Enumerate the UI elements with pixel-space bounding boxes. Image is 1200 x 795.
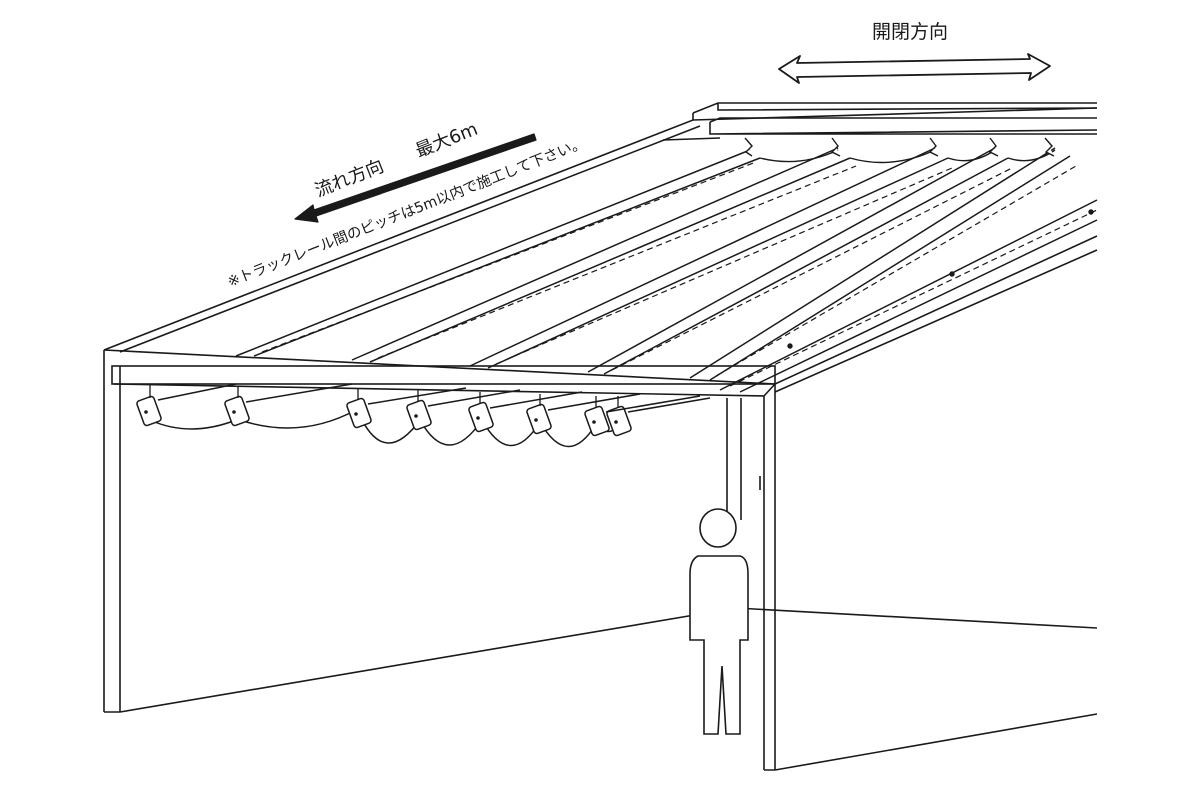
frame-structure xyxy=(103,102,1098,771)
flow-direction-annotation: 流れ方向 最大6m ※トラックレール間のピッチは5m以内で施工して下さい。 xyxy=(225,119,588,291)
carrier-block xyxy=(584,405,610,437)
track-header xyxy=(709,117,1098,135)
fabric-loop xyxy=(239,409,357,429)
side-beam xyxy=(774,235,1098,393)
carrier-block xyxy=(406,399,432,431)
carrier-block xyxy=(346,397,372,429)
roof-outline xyxy=(103,107,1098,351)
flow-arrow-icon xyxy=(294,133,537,223)
floor-outline xyxy=(119,607,1098,771)
carrier-block xyxy=(526,403,552,435)
right-post xyxy=(763,384,776,771)
carrier-block xyxy=(606,405,632,437)
open-close-direction-label: 開閉方向 xyxy=(872,21,948,43)
human-figure-icon xyxy=(689,508,749,735)
carrier-block xyxy=(468,401,494,433)
pitch-note-text: ※トラックレール間のピッチは5m以内で施工して下さい。 xyxy=(225,135,588,291)
front-fabric xyxy=(136,383,711,448)
back-post xyxy=(726,398,761,520)
double-arrow-icon xyxy=(778,53,1051,84)
carrier-block xyxy=(224,395,250,427)
open-close-direction-annotation: 開閉方向 xyxy=(778,21,1051,84)
roof-panels xyxy=(235,137,1098,393)
fabric-loop xyxy=(149,419,237,430)
left-post xyxy=(103,350,121,713)
top-plate xyxy=(692,102,1098,120)
front-beam xyxy=(111,365,776,385)
carrier-block xyxy=(136,395,162,427)
